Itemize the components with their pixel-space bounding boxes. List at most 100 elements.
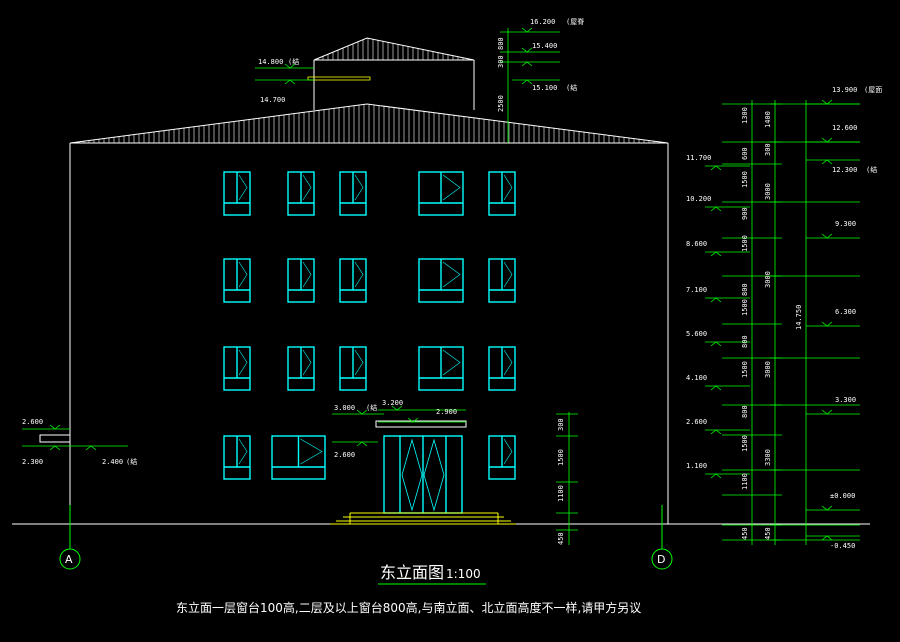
el-3000: 3.000 <box>334 404 355 412</box>
col1-dim-3: 900 <box>741 207 749 220</box>
right-el-0: 11.700 <box>686 154 711 162</box>
entrance-steps <box>330 512 516 525</box>
el-15100: 15.100 <box>532 84 557 92</box>
axis-d: D <box>651 505 673 570</box>
col1-dim-7: 800 <box>741 335 749 348</box>
entrance-elevation-markers <box>332 405 466 447</box>
el-3200: 3.200 <box>382 399 403 407</box>
col2-dim-2: 3000 <box>764 183 772 200</box>
el-14800-suffix: (结 <box>288 57 299 66</box>
window <box>287 171 315 216</box>
el-2300-left: 2.300 <box>22 458 43 466</box>
el-13900: 13.900 <box>832 86 857 94</box>
el-2600-entrance: 2.600 <box>334 451 355 459</box>
col1-dim-1: 600 <box>741 147 749 160</box>
entrance-canopy <box>375 420 467 428</box>
col2-dim-1: 300 <box>764 143 772 156</box>
entrance-dim-column <box>556 412 578 545</box>
window <box>488 258 516 303</box>
right-dimension-block: 11.70010.2008.6007.1005.6004.1002.6001.1… <box>686 86 882 550</box>
window <box>223 346 251 391</box>
col2-dim-6: 450 <box>764 527 772 540</box>
roof-elevation-markers <box>255 27 560 143</box>
el-000: ±0.000 <box>830 492 855 500</box>
el-6300: 6.300 <box>835 308 856 316</box>
window <box>488 435 516 480</box>
col1-dim-10: 1500 <box>741 435 749 452</box>
main-roof <box>69 103 669 144</box>
axis-a-label: A <box>65 553 73 566</box>
window <box>339 258 367 303</box>
el-14700: 14.700 <box>260 96 285 104</box>
small-dim-450: 450 <box>557 532 565 545</box>
col1-dim-5: 800 <box>741 283 749 296</box>
el-2900: 2.900 <box>436 408 457 416</box>
right-el-7: 1.100 <box>686 462 707 470</box>
col1-dim-9: 800 <box>741 405 749 418</box>
small-dim-300: 300 <box>557 418 565 431</box>
el-15400: 15.400 <box>532 42 557 50</box>
right-el-3: 7.100 <box>686 286 707 294</box>
drawing-note: 东立面一层窗台100高,二层及以上窗台800高,与南立面、北立面高度不一样,请甲… <box>176 600 641 615</box>
axis-d-label: D <box>657 553 665 566</box>
dim-800: 800 <box>497 37 505 50</box>
window <box>339 346 367 391</box>
col1-dim-4: 1500 <box>741 235 749 252</box>
window <box>223 258 251 303</box>
right-el-2: 8.600 <box>686 240 707 248</box>
el-12300-suffix: (结 <box>866 165 877 174</box>
col2-dim-0: 1400 <box>764 111 772 128</box>
building-outline <box>69 142 669 524</box>
right-el-5: 4.100 <box>686 374 707 382</box>
el-12300: 12.300 <box>832 166 857 174</box>
el-16200-suffix: (屋脊 <box>566 17 584 26</box>
small-dim-1500: 1500 <box>557 449 565 466</box>
right-el-1: 10.200 <box>686 195 711 203</box>
window <box>488 346 516 391</box>
axis-a: A <box>59 505 81 570</box>
windows <box>223 171 516 480</box>
right-el-4: 5.600 <box>686 330 707 338</box>
col2-dim-4: 3000 <box>764 361 772 378</box>
el-15100-suffix: (结 <box>566 83 577 92</box>
el-14800: 14.800 <box>258 58 283 66</box>
left-elevation-markers <box>22 424 128 451</box>
el-3000-suffix: (结 <box>366 403 377 412</box>
window <box>418 258 464 303</box>
el-neg: -0.450 <box>830 542 855 550</box>
col1-dim-12: 450 <box>741 527 749 540</box>
window <box>287 346 315 391</box>
total-dim: 14.750 <box>795 305 803 330</box>
drawing-scale: 1:100 <box>446 567 481 581</box>
el-9300: 9.300 <box>835 220 856 228</box>
el-16200: 16.200 <box>530 18 555 26</box>
el-13900-suffix: (屋面 <box>864 86 882 94</box>
col1-dim-11: 1100 <box>741 473 749 490</box>
window <box>339 171 367 216</box>
dim-2500: 2500 <box>497 95 505 112</box>
col2-dim-5: 3300 <box>764 449 772 466</box>
window <box>271 435 326 480</box>
el-3300: 3.300 <box>835 396 856 404</box>
el-2600-left: 2.600 <box>22 418 43 426</box>
col1-dim-2: 1500 <box>741 171 749 188</box>
drawing-title: 东立面图 <box>380 563 444 582</box>
col1-dim-6: 1500 <box>741 299 749 316</box>
el-2400-suffix: (结 <box>126 457 137 466</box>
col2-dim-3: 3000 <box>764 271 772 288</box>
window <box>223 435 251 480</box>
window <box>287 258 315 303</box>
window <box>488 171 516 216</box>
window <box>418 346 464 391</box>
col1-dim-0: 1300 <box>741 107 749 124</box>
upper-roof <box>313 37 475 110</box>
window <box>223 171 251 216</box>
col1-dim-8: 1500 <box>741 361 749 378</box>
el-2400-left: 2.400 <box>102 458 123 466</box>
window <box>418 171 464 216</box>
entrance-door <box>383 435 463 514</box>
el-12600: 12.600 <box>832 124 857 132</box>
small-dim-1100: 1100 <box>557 485 565 502</box>
